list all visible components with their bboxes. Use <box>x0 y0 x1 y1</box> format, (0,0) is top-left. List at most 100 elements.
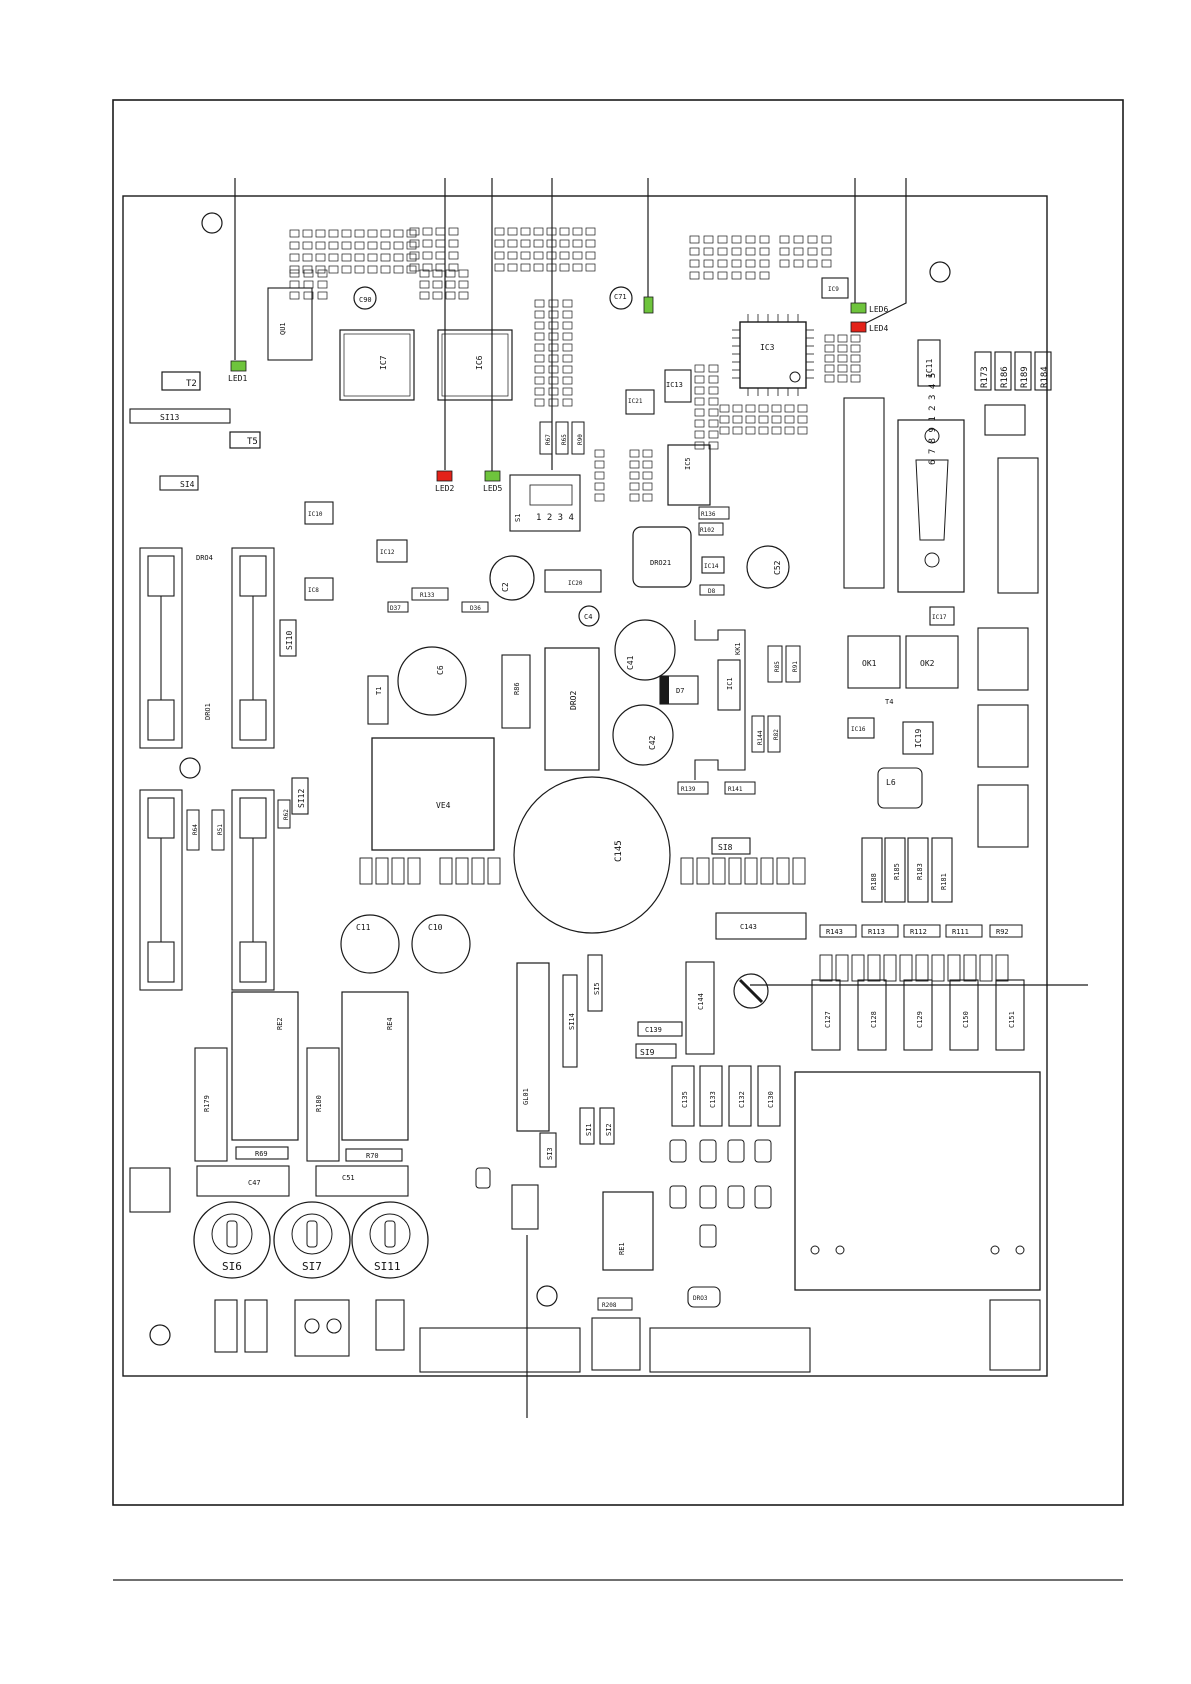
smd-pad <box>534 321 545 330</box>
smd-pad <box>559 263 570 272</box>
r112-label: R112 <box>910 928 927 936</box>
c139: C139 <box>637 1021 683 1037</box>
smd-pad <box>717 271 728 280</box>
t5: T5 <box>229 431 261 449</box>
smd-pad <box>759 271 770 280</box>
smd-pad <box>689 247 700 256</box>
si12-label: SI12 <box>297 789 306 808</box>
smd-pad <box>732 404 743 413</box>
smd-pad <box>850 364 861 373</box>
ic16-label: IC16 <box>851 726 866 733</box>
smd-pad <box>572 263 583 272</box>
smd-pad <box>534 343 545 352</box>
smd-pad <box>562 354 573 363</box>
smd-pad <box>708 430 719 439</box>
smd-pad <box>367 229 378 238</box>
ic20: IC20 <box>544 569 602 593</box>
smd-pad <box>594 482 605 491</box>
smd-pad <box>303 280 314 289</box>
smd-pad <box>533 239 544 248</box>
smd-pad <box>850 374 861 383</box>
smd-pad <box>585 263 596 272</box>
ve4: VE4 <box>371 737 495 851</box>
smd-pad <box>784 404 795 413</box>
smd-pad <box>708 397 719 406</box>
smd-pad <box>289 280 300 289</box>
ic13: IC13 <box>664 369 692 403</box>
smd-pad <box>548 387 559 396</box>
ic16: IC16 <box>847 717 875 739</box>
r86-label: R86 <box>513 682 521 695</box>
smd-pad <box>837 354 848 363</box>
smd-pad <box>533 263 544 272</box>
smd-pad <box>759 247 770 256</box>
ok2-label: OK2 <box>920 659 935 668</box>
smd-pad <box>448 263 459 272</box>
smd-pad <box>694 408 705 417</box>
smd-pad <box>807 235 818 244</box>
smd-pad <box>380 241 391 250</box>
smd-pad <box>771 426 782 435</box>
re4-label: RE4 <box>386 1017 394 1030</box>
t5-label: T5 <box>247 437 258 447</box>
smd-pad <box>341 265 352 274</box>
smd-pad <box>520 239 531 248</box>
c133-label: C133 <box>709 1091 717 1108</box>
smd-pad <box>315 253 326 262</box>
smd-pad <box>445 291 456 300</box>
dro1-label: DRO1 <box>204 703 212 720</box>
led-1: LED1 <box>228 360 247 383</box>
c135-label: C135 <box>681 1091 689 1108</box>
smd-pad <box>289 241 300 250</box>
smd-pad <box>354 265 365 274</box>
r65-label: R65 <box>561 434 568 445</box>
smd-pad <box>548 343 559 352</box>
smd-pad <box>409 239 420 248</box>
outer-frame <box>112 99 1124 1506</box>
ok1-label: OK1 <box>862 659 877 668</box>
smd-pad <box>341 229 352 238</box>
r188-label: R188 <box>870 873 878 890</box>
c47: C47 <box>196 1165 290 1197</box>
re2-label: RE2 <box>276 1017 284 1030</box>
smd-pad <box>494 239 505 248</box>
smd-pad <box>837 374 848 383</box>
r180-label: R180 <box>315 1095 323 1112</box>
ic3: IC3 <box>732 314 814 396</box>
smd-pad <box>759 259 770 268</box>
smd-pad <box>534 398 545 407</box>
c51-label: C51 <box>342 1174 355 1182</box>
ic11-label: IC11 <box>925 359 934 378</box>
smd-pad <box>717 235 728 244</box>
smd-pad <box>435 263 446 272</box>
smd-pad <box>548 398 559 407</box>
si1: SI1 <box>579 1107 595 1145</box>
smd-pad <box>445 269 456 278</box>
c127-label: C127 <box>824 1011 832 1028</box>
ve4-label: VE4 <box>436 801 451 810</box>
ic21: IC21 <box>625 389 655 415</box>
smd-pad <box>448 227 459 236</box>
smd-pad <box>507 227 518 236</box>
ic8-label: IC8 <box>308 587 319 594</box>
d8-label: D8 <box>708 588 716 595</box>
ic5-label: IC5 <box>684 457 692 470</box>
led-4-body <box>850 321 867 333</box>
si4-label: SI4 <box>180 480 195 489</box>
smd-pad <box>422 251 433 260</box>
smd-pad <box>534 376 545 385</box>
si9: SI9 <box>635 1043 677 1059</box>
c144-label: C144 <box>697 993 705 1010</box>
r180: R180 <box>306 1047 340 1162</box>
smd-pad <box>559 239 570 248</box>
smd-pad <box>807 259 818 268</box>
ic7: IC7 <box>339 329 415 401</box>
smd-pad <box>328 229 339 238</box>
r179-label: R179 <box>203 1095 211 1112</box>
smd-pad <box>419 280 430 289</box>
smd-pad <box>289 291 300 300</box>
smd-pad <box>562 398 573 407</box>
r62-label: R62 <box>283 809 290 820</box>
smd-pad <box>534 332 545 341</box>
ic1-label: IC1 <box>726 677 734 690</box>
